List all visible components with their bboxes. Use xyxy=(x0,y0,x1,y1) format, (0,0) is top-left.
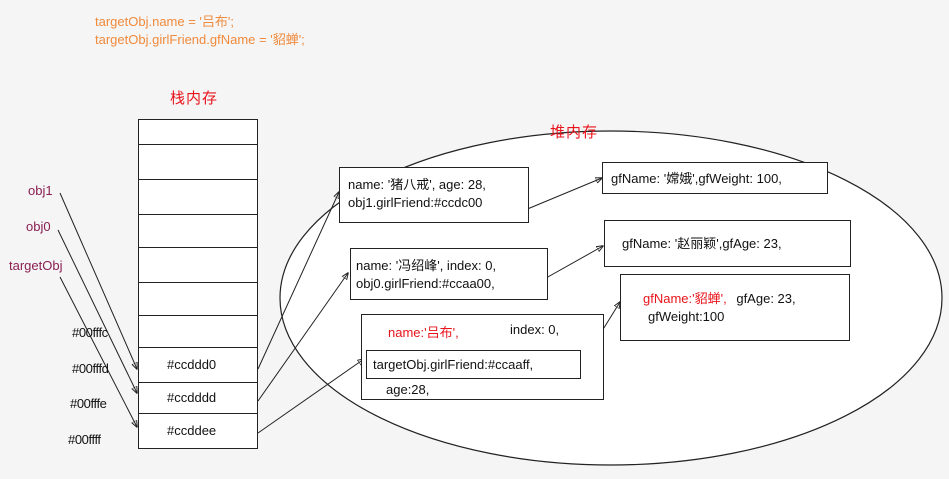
heap-gf0-box: gfName: '赵丽颖',gfAge: 23, xyxy=(604,220,851,267)
heap-gf-target-name: gfName:'貂蝉', xyxy=(643,291,727,306)
stack-cell-empty xyxy=(138,282,258,316)
var-targetObj: targetObj xyxy=(9,258,63,273)
stack-cell-ccdddd: #ccdddd xyxy=(138,382,258,414)
stack-cell-empty xyxy=(138,179,258,215)
obj0-arrow xyxy=(57,229,137,393)
code-line-2: targetObj.girlFriend.gfName = '貂蝉'; xyxy=(95,32,305,47)
address-00fffd: #00fffd xyxy=(72,361,109,376)
stack-cell-empty xyxy=(138,214,258,248)
stack-cell-ccddee: #ccddee xyxy=(138,413,258,449)
stack-cell-empty xyxy=(138,119,258,145)
heap-target-girlfriend-ref: targetObj.girlFriend:#ccaaff, xyxy=(373,357,534,372)
ccddd0-arrow xyxy=(257,192,339,370)
address-00fffc: #00fffc xyxy=(72,325,108,340)
var-obj0: obj0 xyxy=(26,219,51,234)
var-obj1: obj1 xyxy=(28,183,53,198)
heap-obj0-box: name: '冯绍峰', index: 0, obj0.girlFriend:#… xyxy=(350,248,548,300)
heap-target-girlfriend-box: targetObj.girlFriend:#ccaaff, xyxy=(366,350,581,379)
obj1-arrow xyxy=(59,192,137,369)
heap-gf-target-age: gfAge: 23, xyxy=(736,291,796,306)
ccddee-arrow xyxy=(257,359,364,434)
address-00ffff: #00ffff xyxy=(68,432,101,447)
stack-cell-empty xyxy=(138,144,258,180)
stack-cell-ccddd0: #ccddd0 xyxy=(138,347,258,383)
heap-target-age: age:28, xyxy=(386,382,430,397)
heap-obj1-box: name: '猪八戒', age: 28, obj1.girlFriend:#c… xyxy=(339,167,529,223)
heap-gf-target-box: gfName:'貂蝉', gfAge: 23, gfWeight:100 xyxy=(620,274,850,341)
stack-cell-00fffc xyxy=(138,315,258,348)
heap-gf-target-weight: gfWeight:100 xyxy=(648,309,725,324)
ccdddd-arrow xyxy=(257,273,348,402)
heap-target-box: name:'吕布', index: 0, targetObj.girlFrien… xyxy=(361,314,604,400)
targetObj-arrow xyxy=(59,276,137,427)
heap-memory-title: 堆内存 xyxy=(550,124,599,141)
heap-obj1-line1: name: '猪八戒', age: 28, xyxy=(348,177,486,192)
ccdc00-arrow xyxy=(524,178,602,211)
heap-gf1-box: gfName: '嫦娥',gfWeight: 100, xyxy=(602,162,828,194)
heap-target-name: name:'吕布', xyxy=(388,325,459,340)
heap-target-index: index: 0, xyxy=(510,322,560,337)
heap-gf1-text: gfName: '嫦娥',gfWeight: 100, xyxy=(611,171,782,186)
address-00fffe: #00fffe xyxy=(70,396,107,411)
stack-cell-empty xyxy=(138,247,258,283)
stack-memory-title: 栈内存 xyxy=(170,90,219,107)
heap-obj0-line1: name: '冯绍峰', index: 0, xyxy=(356,258,497,273)
heap-obj1-line2: obj1.girlFriend:#ccdc00 xyxy=(348,195,483,210)
code-line-1: targetObj.name = '吕布'; xyxy=(95,14,234,29)
heap-obj0-line2: obj0.girlFriend:#ccaa00, xyxy=(356,276,495,291)
heap-gf0-text: gfName: '赵丽颖',gfAge: 23, xyxy=(622,236,782,251)
